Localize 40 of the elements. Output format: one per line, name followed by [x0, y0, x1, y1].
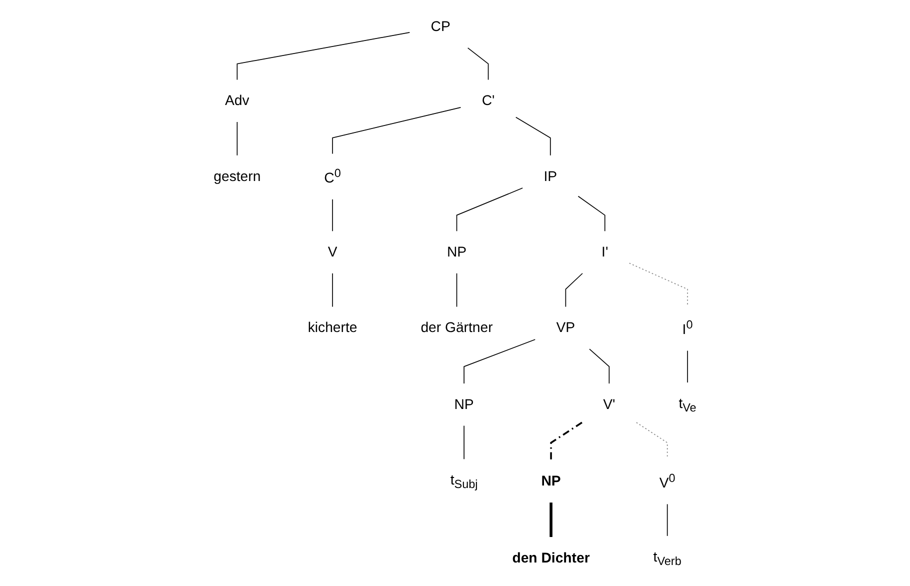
node-text: NP	[446, 244, 467, 260]
node-text: V'	[603, 396, 616, 412]
connector	[666, 504, 668, 536]
node-text: Adv	[225, 93, 250, 109]
node-text: NP	[541, 474, 561, 490]
connector	[467, 48, 489, 80]
node-text: IP	[544, 168, 558, 184]
connector	[456, 272, 458, 308]
node-text: I'	[602, 244, 608, 260]
connector	[565, 272, 583, 308]
connector	[464, 339, 536, 384]
connector	[236, 122, 238, 156]
node-text: t$_{Ve}$	[678, 396, 696, 414]
connector	[332, 106, 462, 154]
node-text: I$^{0}$	[682, 318, 693, 338]
connector	[456, 188, 523, 232]
node-text: der Gärtner	[420, 320, 493, 336]
node-text: t$_{Verb}$	[653, 549, 682, 568]
connector	[589, 348, 610, 384]
node-text: CP	[430, 19, 450, 35]
node-text: V$^{0}$	[659, 471, 676, 491]
node-text: kicherte	[308, 320, 358, 336]
node-text: gestern	[214, 168, 261, 184]
connector	[636, 422, 668, 460]
connector	[687, 350, 688, 383]
node-text: C$^{0}$	[324, 166, 341, 186]
connector	[550, 502, 552, 537]
node-text: V	[328, 244, 338, 260]
connector	[332, 198, 333, 232]
node-text: den Dichter	[512, 550, 590, 566]
node-text: t$_{Subj}$	[450, 472, 478, 491]
node-text: NP	[454, 396, 474, 412]
node-text: C'	[482, 93, 495, 109]
connector	[515, 116, 551, 156]
connector	[628, 262, 688, 306]
connector	[236, 32, 410, 80]
node-text: VP	[556, 320, 576, 336]
connector	[578, 196, 606, 232]
connector	[332, 272, 333, 308]
connector	[550, 422, 582, 460]
